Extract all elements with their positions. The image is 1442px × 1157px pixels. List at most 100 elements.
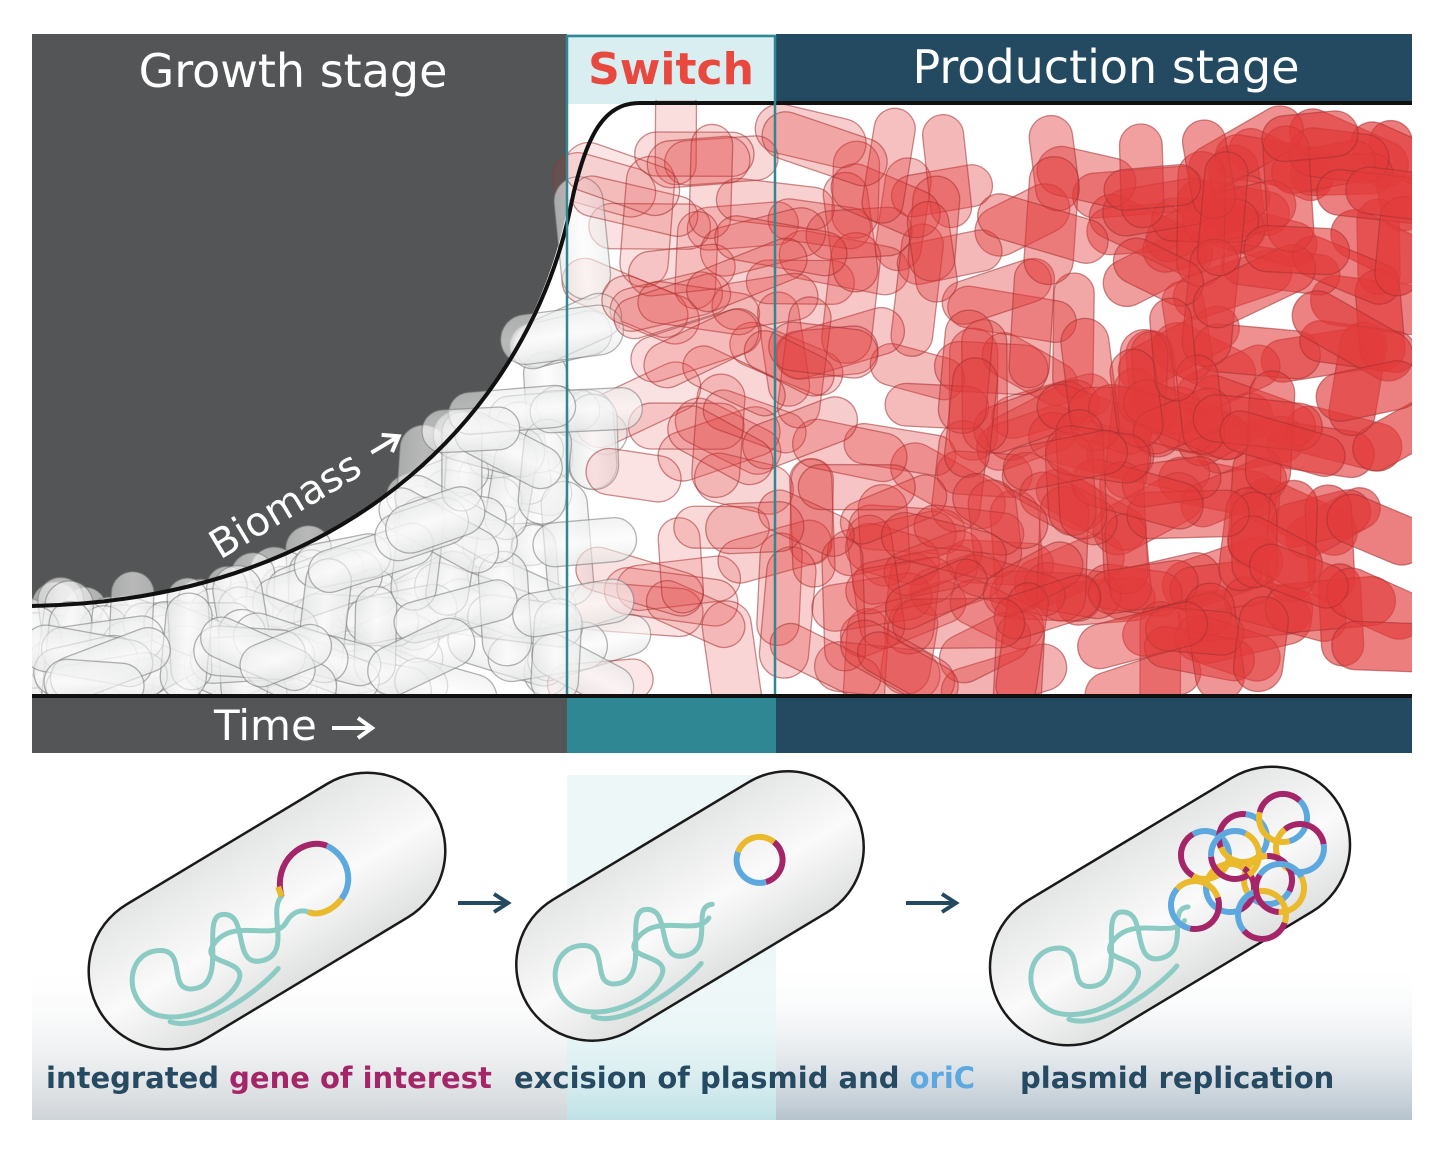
bacterium-cell	[1331, 620, 1412, 673]
plasmid-ring-segment	[1208, 856, 1251, 882]
bacterium-cell	[1219, 410, 1346, 478]
bacterium-cell	[674, 210, 719, 310]
plasmid-ring-segment	[1189, 896, 1222, 932]
bacterium-cell	[1056, 576, 1156, 626]
caption-gene-of-interest: gene of interest	[229, 1061, 492, 1095]
bacterium-cell	[643, 308, 760, 389]
growth-stage-label: Growth stage	[139, 44, 448, 98]
bacterium-cell	[769, 622, 882, 695]
switch-header-bg	[567, 34, 775, 104]
time-label: Time	[213, 701, 317, 750]
bacterium-cell	[1001, 451, 1106, 532]
bacterium-cell	[768, 321, 879, 379]
bacterium-cell	[682, 345, 786, 417]
time-arrow-icon	[332, 716, 376, 740]
bacterium-cell	[1345, 166, 1412, 222]
plasmid-ring-segment	[1168, 886, 1191, 932]
bacterium-cell	[711, 272, 819, 331]
bacterium-cell	[239, 623, 333, 688]
chromosome-dna-3	[1028, 904, 1191, 1024]
bacterium-cell	[937, 309, 994, 434]
plasmid-ring-segment	[1256, 887, 1290, 924]
bacterium-cell	[822, 171, 879, 293]
bacterium-cell	[1035, 468, 1147, 551]
chromosome-dna	[129, 893, 289, 1026]
bacterium-cell	[742, 396, 859, 470]
bacterium-cell	[913, 504, 1025, 556]
bacterium-cell	[995, 582, 1049, 695]
bacterium-cell	[619, 155, 676, 288]
bacterium-cell	[840, 619, 956, 695]
bacterium-cell	[637, 280, 761, 336]
bacterium-cell	[691, 373, 746, 499]
bacterium-cell	[789, 458, 836, 588]
step-arrow-2-icon	[906, 892, 960, 914]
bacterium-cell	[1326, 493, 1412, 566]
plasmid-ring-segment	[1178, 831, 1195, 879]
bacterium-cell	[952, 472, 1049, 550]
bacterium-cell	[585, 447, 682, 503]
bacterium-cell	[792, 418, 908, 483]
plasmid-ring-segment	[1216, 811, 1247, 849]
bacterium-cell	[613, 272, 732, 340]
bacterium-cell	[896, 229, 1003, 285]
bacterium-cell	[1023, 156, 1080, 286]
bacterium-cell	[1060, 317, 1121, 452]
bacterium-cell	[885, 558, 988, 630]
caption-excision: excision of plasmid and oriC	[514, 1061, 975, 1095]
bacterium-cell	[367, 617, 476, 695]
plasmid-ring-segment	[1256, 790, 1302, 814]
plasmid-ring-segment	[1174, 878, 1221, 899]
chromosome-dna-2	[552, 901, 715, 1021]
bacterium-cell	[646, 135, 751, 189]
plasmid-ring-segment	[1203, 860, 1246, 887]
bacterium-cell	[1044, 431, 1097, 537]
growth-header-bg	[32, 34, 568, 104]
bacterium-cell	[805, 206, 913, 261]
bacterium-cell	[743, 330, 835, 397]
bacterium-cell	[977, 193, 1109, 264]
bacterium-cell	[1019, 471, 1118, 546]
bacterium-cell	[714, 215, 848, 277]
bacterium-cell	[673, 505, 770, 550]
bacterium-cell	[1008, 257, 1056, 389]
integrated-plasmid	[275, 840, 352, 925]
bacterium-cell	[940, 643, 1068, 695]
bacterium-cell	[890, 223, 944, 357]
top-panel: Growth stage Switch Production stage Bio…	[31, 34, 1412, 753]
switch-footer-bg	[567, 698, 776, 753]
bacterium-cell	[1055, 408, 1108, 540]
caption-excision-prefix: excision of plasmid and	[514, 1061, 910, 1095]
bacterium-cell	[532, 516, 638, 568]
plasmid-ring-segment	[1241, 921, 1288, 942]
bacterium-cell	[385, 486, 486, 554]
caption-oric: oriC	[910, 1061, 975, 1095]
bacterium-cell	[1149, 297, 1198, 402]
bacterium-cell	[705, 501, 805, 555]
bacterium-cell	[1077, 601, 1209, 670]
bacterium-cell	[630, 308, 762, 383]
biomass-curve	[31, 101, 1412, 608]
bacterium-cell	[906, 200, 958, 303]
bacterium-cell	[883, 529, 983, 597]
bacterium-cell	[663, 135, 779, 186]
growth-area	[32, 100, 568, 606]
bacterium-cell	[1315, 360, 1412, 422]
bacterium-cell	[674, 397, 782, 475]
bacterium-cell	[1243, 224, 1351, 276]
bacterium-cell	[1261, 110, 1359, 163]
bacterium-cell	[701, 600, 763, 695]
bacterium-cell	[955, 554, 1066, 617]
caption-replication: plasmid replication	[1020, 1061, 1334, 1095]
biomass-arrow-icon	[370, 432, 402, 455]
bacterium-cell	[821, 232, 882, 364]
bacterium-cell	[1002, 429, 1129, 491]
bacterium-cell	[627, 243, 736, 297]
bacterium-cell	[845, 556, 956, 615]
growth-footer-bg	[32, 698, 567, 753]
bacterium-cell	[657, 517, 705, 614]
plasmid-ring-segment	[1191, 854, 1232, 882]
bacterium-cell	[634, 131, 755, 177]
bacterium-cell	[797, 463, 916, 511]
